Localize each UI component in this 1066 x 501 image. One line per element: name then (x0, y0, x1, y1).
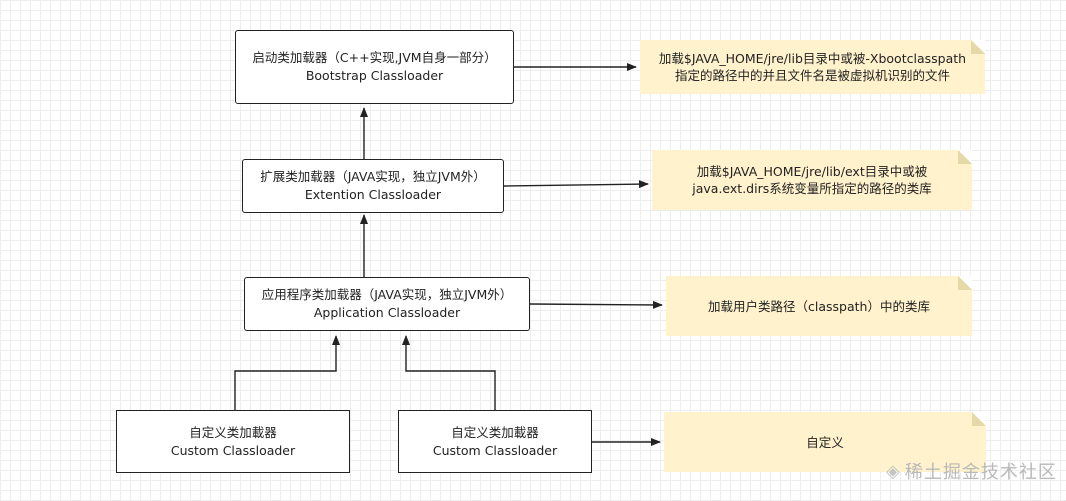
bootstrap-note: 加载$JAVA_HOME/jre/lib目录中或被-Xbootclasspath… (640, 40, 985, 94)
arrow-custom2-to-application (402, 335, 496, 410)
note-fold-corner (971, 40, 985, 54)
juejin-logo-icon: ◈ (886, 460, 901, 482)
application-box-subtitle: Application Classloader (313, 305, 461, 320)
arrow-application-to-note (529, 300, 663, 309)
extension-note: 加载$JAVA_HOME/jre/lib/ext目录中或被 java.ext.d… (652, 150, 972, 210)
custom-classloader-box-1: 自定义类加載器 Custom Classloader (116, 410, 350, 473)
extension-note-line2: java.ext.dirs系统变量所指定的路径的类库 (692, 181, 932, 196)
custom1-box-title: 自定义类加載器 (189, 424, 277, 440)
extension-box-subtitle: Extention Classloader (304, 187, 442, 202)
application-note: 加载用户类路径（classpath）中的类库 (666, 276, 972, 336)
watermark-text: 稀土掘金技术社区 (904, 462, 1057, 483)
custom-note: 自定义 (664, 412, 986, 472)
arrow-extension-to-note (503, 180, 649, 189)
custom2-box-subtitle: Custom Classloader (432, 442, 558, 458)
application-box-title: 应用程序类加载器（JAVA实现，独立JVM外） (261, 287, 513, 302)
custom-note-line1: 自定义 (806, 434, 844, 450)
bootstrap-note-line2: 指定的路径中的并且文件名是被虚拟机识别的文件 (674, 68, 950, 83)
custom-classloader-box-2: 自定义类加載器 Custom Classloader (398, 410, 592, 473)
extension-box-title: 扩展类加载器（JAVA实现，独立JVM外） (260, 169, 486, 184)
application-classloader-box: 应用程序类加载器（JAVA实现，独立JVM外） Application Clas… (244, 277, 530, 331)
bootstrap-box-title: 启动类加载器（C++实现,JVM自身一部分） (252, 50, 497, 65)
bootstrap-note-line1: 加载$JAVA_HOME/jre/lib目录中或被-Xbootclasspath (658, 51, 967, 66)
note-fold-corner (958, 276, 972, 290)
extension-note-line1: 加载$JAVA_HOME/jre/lib/ext目录中或被 (696, 164, 928, 179)
arrow-custom1-to-application (234, 335, 340, 410)
application-note-line1: 加载用户类路径（classpath）中的类库 (708, 298, 930, 314)
bootstrap-classloader-box: 启动类加载器（C++实现,JVM自身一部分） Bootstrap Classlo… (235, 30, 514, 104)
custom1-box-subtitle: Custom Classloader (170, 442, 296, 458)
extension-classloader-box: 扩展类加载器（JAVA实现，独立JVM外） Extention Classloa… (242, 159, 504, 213)
watermark: ◈ 稀土掘金技术社区 (886, 458, 1057, 484)
note-fold-corner (972, 412, 986, 426)
note-fold-corner (958, 150, 972, 164)
custom2-box-title: 自定义类加載器 (451, 424, 539, 440)
bootstrap-box-subtitle: Bootstrap Classloader (305, 68, 444, 83)
